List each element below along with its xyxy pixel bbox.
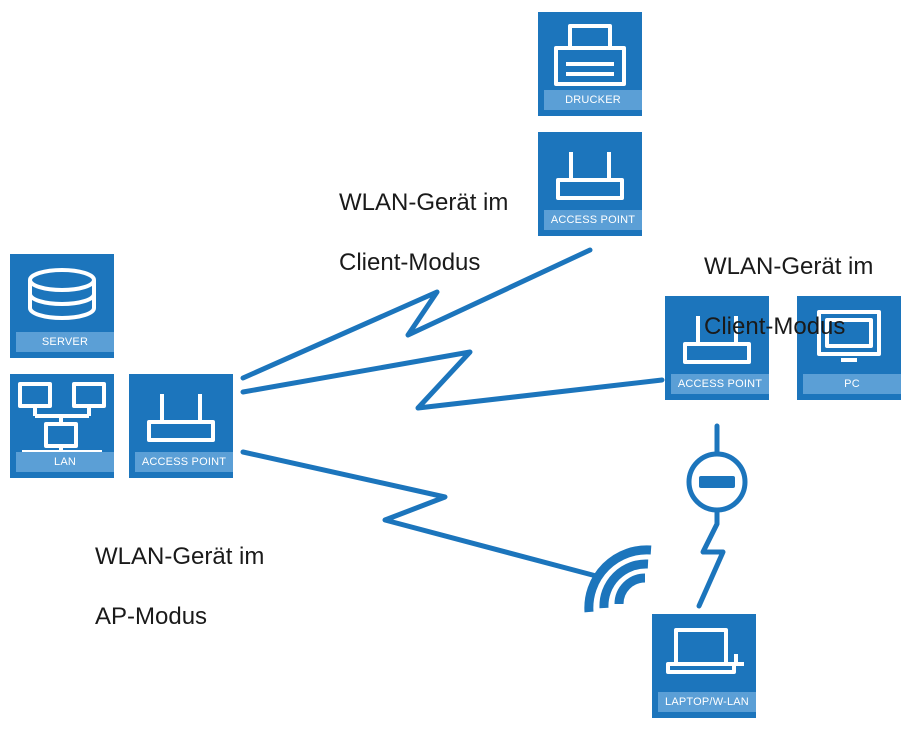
access-point-top-tile: ACCESS POINT: [538, 132, 642, 236]
laptop-label: LAPTOP/W-LAN: [658, 692, 756, 712]
access-point-icon: [147, 394, 215, 442]
printer-label: DRUCKER: [544, 90, 642, 110]
access-point-top-label: ACCESS POINT: [544, 210, 642, 230]
pc-label: PC: [803, 374, 901, 394]
printer-tile: DRUCKER: [538, 12, 642, 116]
access-point-icon: [683, 316, 751, 364]
access-point-right-label: ACCESS POINT: [671, 374, 769, 394]
wireless-link-top: [240, 247, 593, 381]
lan-label: LAN: [16, 452, 114, 472]
network-icon: [18, 382, 106, 454]
lan-tile: LAN: [10, 374, 114, 478]
database-icon: [28, 268, 96, 320]
caption-right-client-mode: WLAN-Gerät im Client-Modus: [704, 222, 873, 372]
laptop-icon: [666, 628, 744, 674]
wireless-link-right: [240, 349, 665, 411]
caption-right-line1: WLAN-Gerät im: [704, 253, 874, 280]
caption-left-ap-mode: WLAN-Gerät im AP-Modus: [95, 512, 264, 662]
blocked-link-lower: [696, 509, 726, 609]
caption-top-client-mode: WLAN-Gerät im Client-Modus: [339, 158, 508, 308]
monitor-icon: [817, 310, 881, 362]
caption-right-line2: Client-Modus: [704, 313, 846, 340]
server-tile: SERVER: [10, 254, 114, 358]
pc-tile: PC: [797, 296, 901, 400]
server-label: SERVER: [16, 332, 114, 352]
caption-left-line2: AP-Modus: [95, 603, 208, 630]
access-point-icon: [556, 152, 624, 200]
laptop-tile: LAPTOP/W-LAN: [652, 614, 756, 718]
caption-left-line1: WLAN-Gerät im: [95, 543, 265, 570]
blocked-connection-icon: [686, 451, 748, 513]
caption-top-line2: Client-Modus: [339, 249, 481, 276]
access-point-left-tile: ACCESS POINT: [129, 374, 233, 478]
printer-icon: [554, 24, 626, 86]
caption-top-line1: WLAN-Gerät im: [339, 189, 509, 216]
access-point-right-tile: ACCESS POINT: [665, 296, 769, 400]
wireless-link-laptop: [240, 449, 603, 580]
wireless-signal-icon: [584, 545, 652, 613]
access-point-left-label: ACCESS POINT: [135, 452, 233, 472]
